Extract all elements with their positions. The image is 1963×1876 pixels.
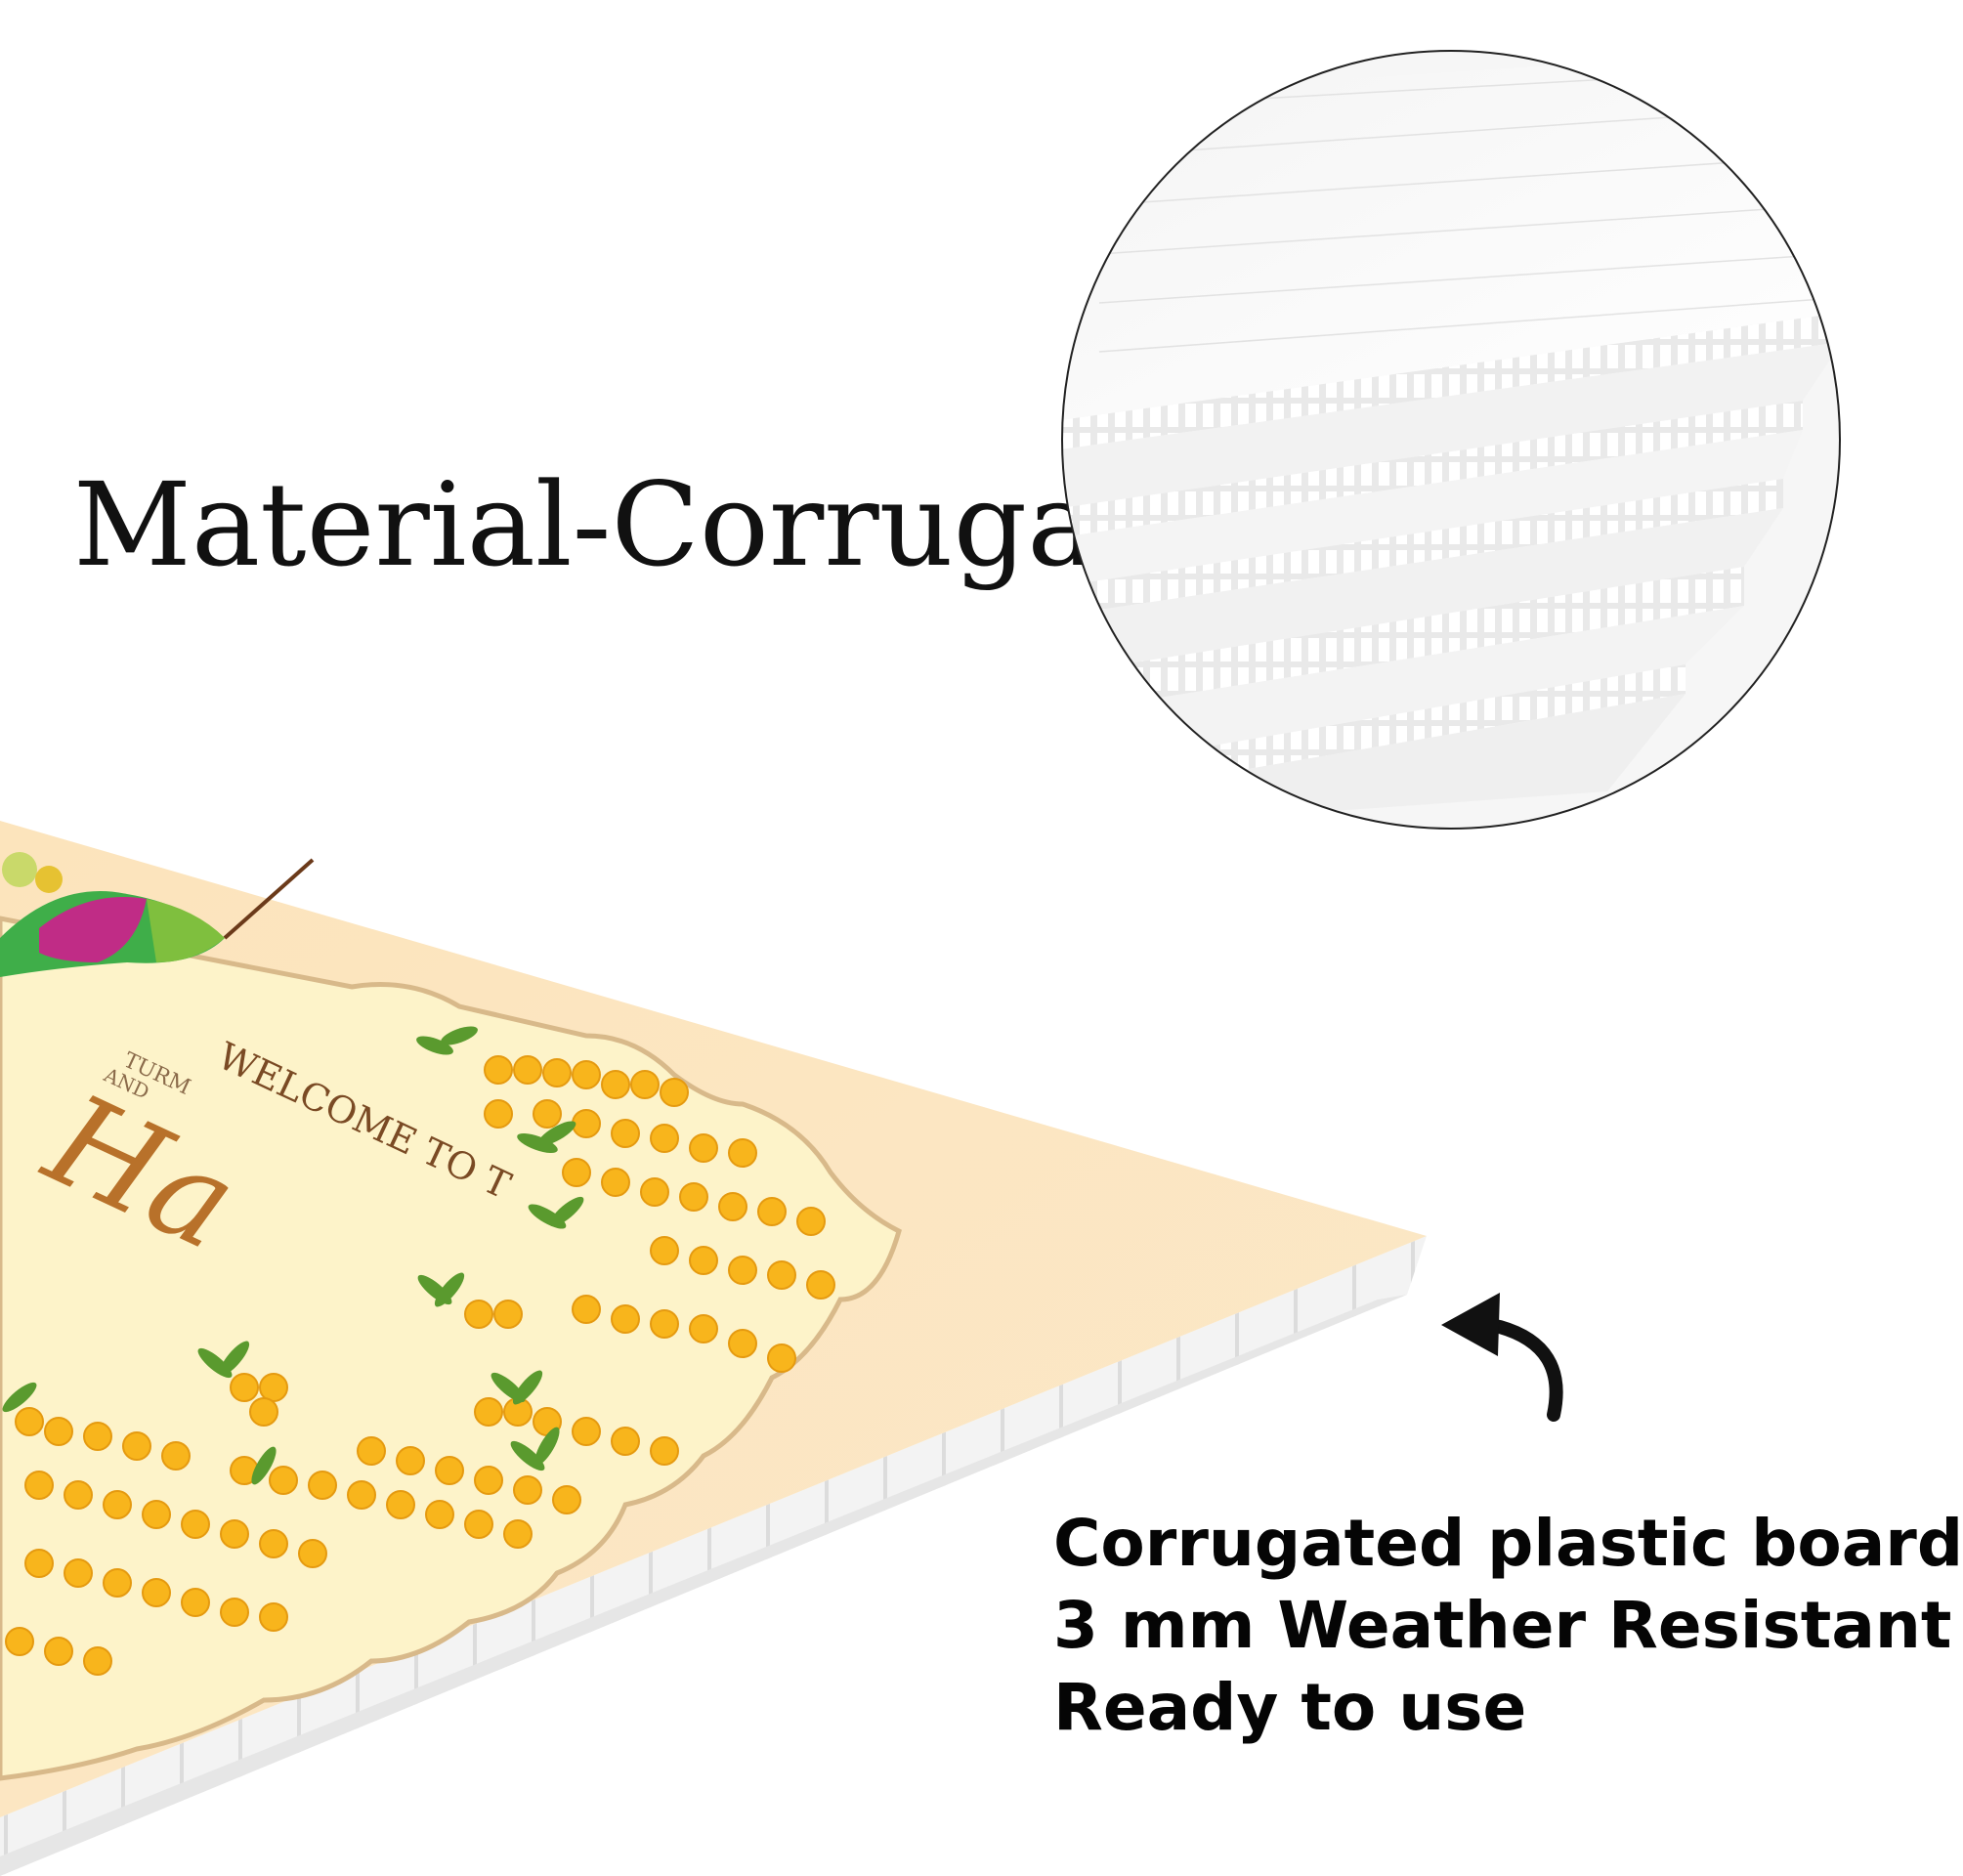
feature-corrugated: Corrugated plastic board <box>1053 1506 1963 1581</box>
product-image: Material-Corrugated <box>0 50 1963 1876</box>
feature-weather-resistant: 3 mm Weather Resistant <box>1053 1588 1952 1663</box>
curved-arrow-icon <box>1441 1293 1563 1422</box>
feature-ready-to-use: Ready to use <box>1053 1670 1527 1745</box>
marigold-garlands <box>2 1026 835 1676</box>
printed-sign-board: WELCOME TO T TURM AND Ha <box>0 821 1427 1876</box>
umbrella-decoration <box>0 852 315 977</box>
feature-list: Corrugated plastic board 3 mm Weather Re… <box>1053 1503 1963 1749</box>
corrugated-sheets-swatch <box>1061 50 1841 830</box>
